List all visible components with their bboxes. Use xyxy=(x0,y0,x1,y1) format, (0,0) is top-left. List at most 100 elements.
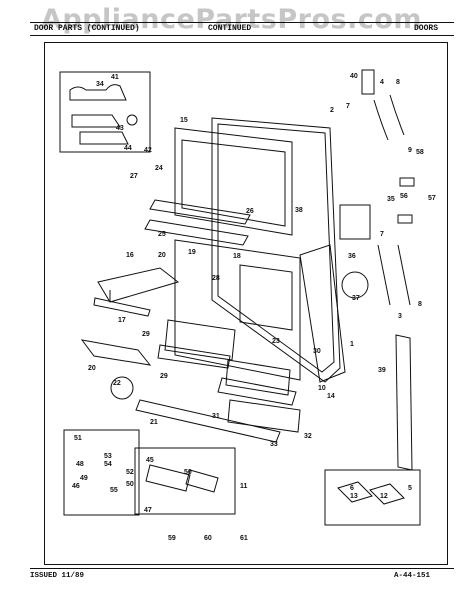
callout-29: 29 xyxy=(142,331,150,338)
door-bin-30 xyxy=(164,319,236,361)
door-handles-bottom xyxy=(377,244,411,306)
callout-18: 18 xyxy=(233,253,241,260)
callout-49: 49 xyxy=(80,475,88,482)
callout-38: 38 xyxy=(295,207,303,214)
callout-57: 57 xyxy=(428,195,436,202)
callout-29: 29 xyxy=(160,373,168,380)
callout-46: 46 xyxy=(72,483,80,490)
freezer-door-liner xyxy=(174,127,293,236)
hinge-inset-box xyxy=(59,71,151,153)
freezer-liner-inner xyxy=(181,139,286,227)
callout-39: 39 xyxy=(378,367,386,374)
callout-50: 50 xyxy=(126,481,134,488)
door-rail-18 xyxy=(97,267,180,303)
callout-27: 27 xyxy=(130,173,138,180)
callout-24: 24 xyxy=(155,165,163,172)
callout-23: 23 xyxy=(272,338,280,345)
callout-26: 26 xyxy=(246,208,254,215)
callout-25: 25 xyxy=(158,231,166,238)
dairy-compartment xyxy=(239,264,293,331)
hinge-plate-37 xyxy=(339,204,371,240)
callout-17: 17 xyxy=(118,317,126,324)
callout-5: 5 xyxy=(408,485,412,492)
callout-40: 40 xyxy=(350,73,358,80)
watermark: AppliancePartsPros.com xyxy=(40,4,423,35)
header-left: DOOR PARTS (CONTINUED) xyxy=(34,24,140,33)
hinge-top-part xyxy=(69,84,127,101)
door-side-panel xyxy=(299,244,346,383)
callout-21: 21 xyxy=(150,419,158,426)
door-gasket xyxy=(217,123,335,373)
hinge-pin xyxy=(126,114,138,126)
callout-60: 60 xyxy=(204,535,212,542)
callout-15: 15 xyxy=(180,117,188,124)
diagram-frame xyxy=(44,42,448,565)
egg-tray-22 xyxy=(80,339,152,366)
freezer-shelves xyxy=(144,199,251,246)
bracket-inset-14 xyxy=(324,469,421,526)
callout-20: 20 xyxy=(88,365,96,372)
callout-11: 11 xyxy=(240,483,248,490)
callout-31: 31 xyxy=(212,413,220,420)
header-rule-top xyxy=(30,22,454,23)
callout-7: 7 xyxy=(380,231,384,238)
callout-48: 48 xyxy=(76,461,84,468)
bracket-inset-47 xyxy=(134,447,236,515)
callout-54: 54 xyxy=(104,461,112,468)
cam-inset-box xyxy=(63,429,140,516)
callout-10: 10 xyxy=(318,385,326,392)
callout-59: 59 xyxy=(168,535,176,542)
footer-issued: ISSUED 11/89 xyxy=(30,572,85,580)
callout-37: 37 xyxy=(352,295,360,302)
callout-16: 16 xyxy=(126,252,134,259)
callout-34: 34 xyxy=(96,81,104,88)
callout-44: 44 xyxy=(124,145,132,152)
callout-43: 43 xyxy=(116,125,124,132)
header-center: CONTINUED xyxy=(208,24,252,33)
callout-28: 28 xyxy=(212,275,220,282)
shelf-bin-32 xyxy=(225,359,291,396)
callout-56: 56 xyxy=(400,193,408,200)
callout-41: 41 xyxy=(111,74,119,81)
callout-1: 1 xyxy=(350,341,354,348)
brackets-6-5 xyxy=(337,481,405,505)
trim-19 xyxy=(93,297,151,317)
callout-61: 61 xyxy=(240,535,248,542)
callout-19: 19 xyxy=(188,249,196,256)
callout-35: 35 xyxy=(387,196,395,203)
callout-53: 53 xyxy=(104,453,112,460)
callout-22: 22 xyxy=(113,380,121,387)
callout-33: 33 xyxy=(270,441,278,448)
footer-rule xyxy=(30,568,454,569)
header-rule-bottom xyxy=(30,35,454,36)
callout-50: 50 xyxy=(184,469,192,476)
shelf-bin-33 xyxy=(217,377,297,406)
hinge-plates xyxy=(71,114,129,145)
hinge-brackets-13-51 xyxy=(145,464,219,493)
callout-30: 30 xyxy=(313,348,321,355)
callout-32: 32 xyxy=(304,433,312,440)
callout-4: 4 xyxy=(380,79,384,86)
callout-3: 3 xyxy=(398,313,402,320)
bracket-42 xyxy=(361,69,375,95)
callout-7: 7 xyxy=(346,103,350,110)
callout-8: 8 xyxy=(418,301,422,308)
callout-14: 14 xyxy=(327,393,335,400)
callout-36: 36 xyxy=(348,253,356,260)
callout-20: 20 xyxy=(158,252,166,259)
detail-circle-39 xyxy=(341,271,369,299)
shelf-bin-34 xyxy=(227,399,301,433)
callout-58: 58 xyxy=(416,149,424,156)
door-handles-top xyxy=(373,94,405,141)
callout-51: 51 xyxy=(74,435,82,442)
cap-60 xyxy=(397,214,413,224)
callout-8: 8 xyxy=(396,79,400,86)
callout-52: 52 xyxy=(126,469,134,476)
door-outer-panel xyxy=(211,117,341,383)
fresh-food-door-liner xyxy=(174,239,301,381)
callout-55: 55 xyxy=(110,487,118,494)
cap-59 xyxy=(399,177,415,187)
header-right: DOORS xyxy=(414,24,439,33)
callout-6: 6 xyxy=(350,485,354,492)
